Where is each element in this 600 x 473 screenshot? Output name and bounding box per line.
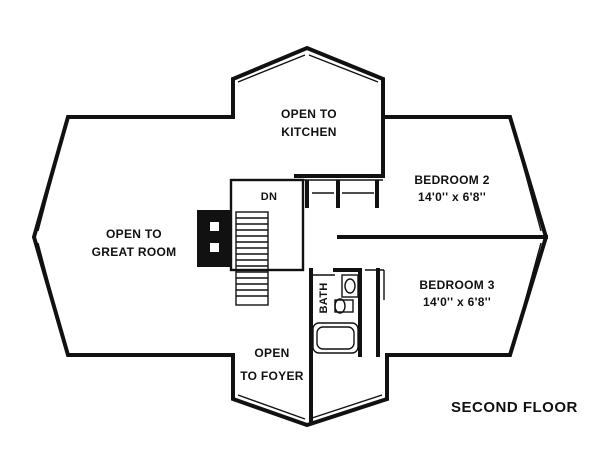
stair-down-label: DN bbox=[261, 191, 278, 203]
bedroom2-name: BEDROOM 2 bbox=[414, 173, 489, 187]
kitchen-label-line2: KITCHEN bbox=[281, 125, 336, 139]
bath-label: BATH bbox=[318, 283, 330, 314]
foyer-label-line2: TO FOYER bbox=[240, 369, 304, 383]
bedroom2-closet bbox=[305, 180, 379, 208]
chimney bbox=[197, 210, 231, 267]
floor-title: SECOND FLOOR bbox=[451, 399, 578, 416]
bedroom3-size: 14'0'' x 6'8'' bbox=[423, 295, 491, 309]
kitchen-label-line1: OPEN TO bbox=[281, 107, 337, 121]
great-room-label-line1: OPEN TO bbox=[106, 227, 162, 241]
windows bbox=[37, 54, 542, 420]
sink bbox=[341, 274, 359, 298]
great-room-label-line2: GREAT ROOM bbox=[92, 245, 177, 259]
bedroom2-size: 14'0'' x 6'8'' bbox=[418, 190, 486, 204]
foyer-label-line1: OPEN bbox=[254, 346, 289, 360]
bedroom3-name: BEDROOM 3 bbox=[419, 278, 494, 292]
